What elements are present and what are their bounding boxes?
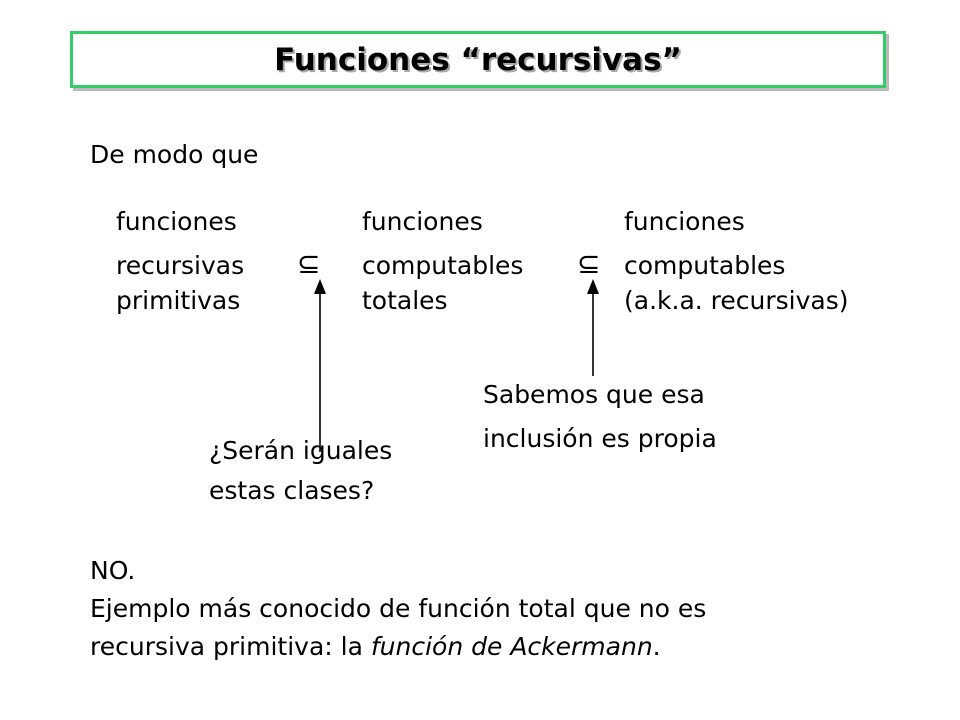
annotation-left-line2: estas clases? <box>209 476 375 505</box>
col3-line3: (a.k.a. recursivas) <box>624 286 849 315</box>
annotation-right-line2: inclusión es propia <box>483 424 717 453</box>
example-line2: recursiva primitiva: la función de Acker… <box>90 632 661 662</box>
col2-line3: totales <box>362 286 448 315</box>
col1-line1: funciones <box>116 207 237 236</box>
example-line2-suffix: . <box>652 632 661 661</box>
col2-line2: computables <box>362 251 524 280</box>
col1-line2: recursivas <box>116 251 245 280</box>
col3-line2: computables <box>624 251 786 280</box>
example-line1: Ejemplo más conocido de función total qu… <box>90 594 707 623</box>
example-line2-prefix: recursiva primitiva: la <box>90 632 371 661</box>
ackermann-term: función de Ackermann <box>370 632 653 661</box>
col2-line1: funciones <box>362 207 483 236</box>
arrow-left-head <box>314 279 326 294</box>
col1-line3: primitivas <box>116 286 241 315</box>
subset-symbol-2: ⊆ <box>577 247 601 280</box>
annotation-left-line1: ¿Serán iguales <box>209 436 393 465</box>
arrow-right-head <box>587 279 599 294</box>
answer-text: NO. <box>90 556 136 585</box>
title-box: Funciones “recursivas” <box>70 31 886 88</box>
slide-title: Funciones “recursivas” <box>274 42 682 78</box>
annotation-right-line1: Sabemos que esa <box>483 380 705 409</box>
subset-symbol-1: ⊆ <box>297 247 321 280</box>
col3-line1: funciones <box>624 207 745 236</box>
intro-text: De modo que <box>90 140 259 169</box>
